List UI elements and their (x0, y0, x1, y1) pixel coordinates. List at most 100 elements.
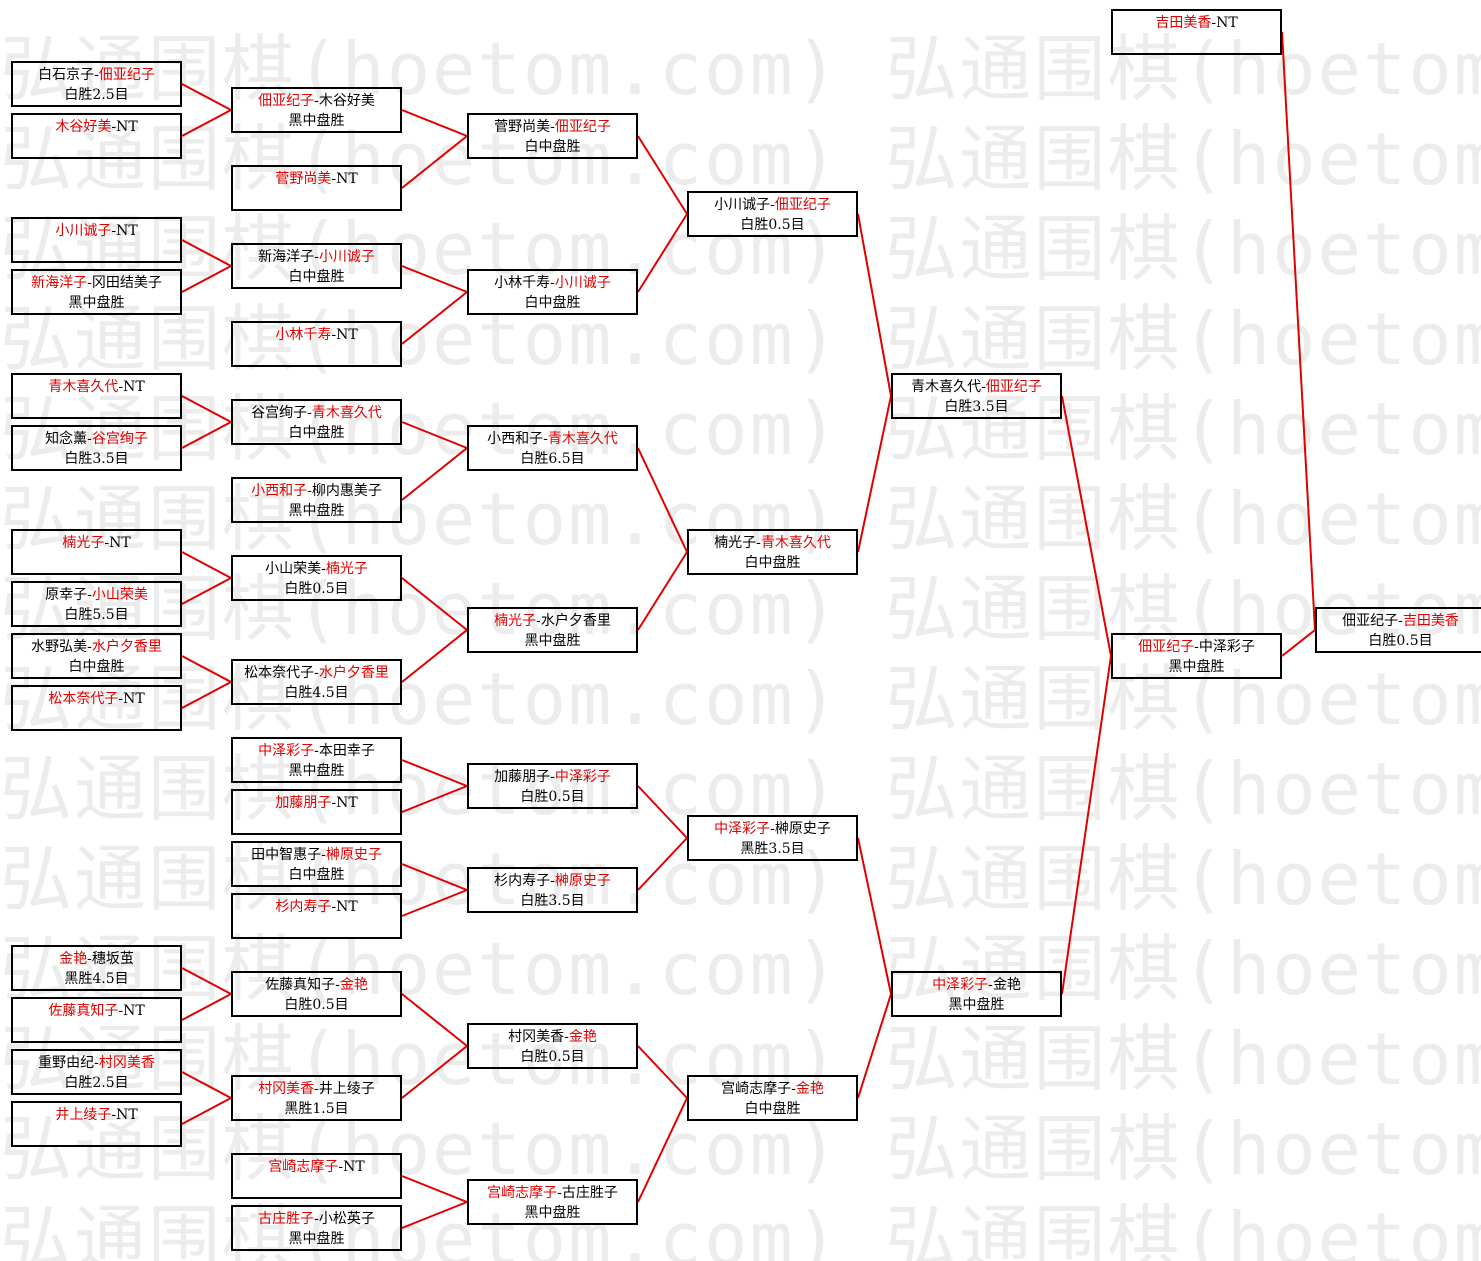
player-b: 穗坂茧 (91, 951, 134, 967)
bracket-line (181, 1097, 232, 1125)
match-box: 小川诚子-佃亚纪子白胜0.5目 (687, 191, 858, 237)
player-a: 佃亚纪子 (258, 93, 315, 109)
player-a: 楠光子 (62, 535, 105, 551)
player-separator: - (314, 1081, 319, 1097)
player-separator: - (104, 535, 110, 551)
match-box: 楠光子-NT (11, 529, 182, 575)
match-result: 白胜2.5目 (64, 1075, 129, 1091)
match-players: 小西和子-柳内惠美子 (233, 481, 400, 501)
match-box: 古庄胜子-小松英子黑中盘胜 (231, 1205, 402, 1251)
match-players: 吉田美香-NT (1113, 13, 1280, 33)
player-b: NT (336, 171, 358, 187)
player-a: 小山荣美 (265, 561, 322, 577)
player-separator: - (321, 561, 326, 577)
match-players: 佐藤真知子-金艳 (233, 975, 400, 995)
match-players: 小西和子-青木喜久代 (469, 429, 636, 449)
bracket-line (401, 447, 468, 501)
match-players: 井上绫子-NT (13, 1105, 180, 1125)
bracket-line (181, 577, 232, 605)
player-a: 青木喜久代 (911, 379, 982, 395)
player-separator: - (550, 119, 555, 135)
player-a: 佃亚纪子 (1342, 613, 1399, 629)
match-players: 新海洋子-小川诚子 (233, 247, 400, 267)
player-separator: - (550, 275, 555, 291)
match-players: 青木喜久代-佃亚纪子 (893, 377, 1060, 397)
player-b: NT (123, 379, 145, 395)
match-box: 新海洋子-冈田结美子黑中盘胜 (11, 269, 182, 315)
player-a: 楠光子 (714, 535, 757, 551)
player-a: 小林千寿 (494, 275, 551, 291)
match-players: 小川诚子-佃亚纪子 (689, 195, 856, 215)
bracket-line (181, 1071, 232, 1099)
bracket-line (401, 421, 468, 449)
player-a: 青木喜久代 (48, 379, 119, 395)
player-b: 青木喜久代 (547, 431, 618, 447)
bracket-line (401, 109, 468, 137)
match-result: 黑中盘胜 (68, 295, 125, 311)
match-players: 金艳-穗坂茧 (13, 949, 180, 969)
player-separator: - (331, 899, 337, 915)
match-players: 楠光子-水户夕香里 (469, 611, 636, 631)
bracket-line (857, 837, 892, 995)
match-players: 重野由纪-村冈美香 (13, 1053, 180, 1073)
player-b: NT (123, 691, 145, 707)
bracket-line (637, 447, 688, 553)
match-box: 菅野尚美-NT (231, 165, 402, 211)
match-players: 白石京子-佃亚纪子 (13, 65, 180, 85)
match-box: 青木喜久代-NT (11, 373, 182, 419)
match-result: 白中盘胜 (524, 295, 581, 311)
bracket-line (637, 785, 688, 839)
match-box: 小山荣美-楠光子白胜0.5目 (231, 555, 402, 601)
match-players: 小林千寿-小川诚子 (469, 273, 636, 293)
player-a: 小林千寿 (275, 327, 332, 343)
match-players: 谷宫绚子-青木喜久代 (233, 403, 400, 423)
player-separator: - (118, 1003, 124, 1019)
match-result: 黑中盘胜 (288, 113, 345, 129)
match-box: 木谷好美-NT (11, 113, 182, 159)
player-a: 原幸子 (45, 587, 88, 603)
match-players: 佃亚纪子-木谷好美 (233, 91, 400, 111)
match-players: 楠光子-青木喜久代 (689, 533, 856, 553)
player-a: 村冈美香 (258, 1081, 315, 1097)
match-players: 小川诚子-NT (13, 221, 180, 241)
player-b: NT (336, 327, 358, 343)
match-result: 白胜2.5目 (64, 87, 129, 103)
match-box: 水野弘美-水户夕香里白中盘胜 (11, 633, 182, 679)
player-b: NT (343, 1159, 365, 1175)
bracket-line (181, 993, 232, 1021)
bracket-line (637, 837, 688, 891)
player-b: 青木喜久代 (311, 405, 382, 421)
match-result: 黑中盘胜 (288, 763, 345, 779)
match-players: 松本奈代子-NT (13, 689, 180, 709)
player-a: 小西和子 (487, 431, 544, 447)
bracket-line (857, 993, 892, 1099)
match-box: 楠光子-水户夕香里黑中盘胜 (467, 607, 638, 653)
match-players: 古庄胜子-小松英子 (233, 1209, 400, 1229)
match-box: 田中智惠子-榊原史子白中盘胜 (231, 841, 402, 887)
match-box: 佃亚纪子-吉田美香白胜0.5目 (1315, 607, 1481, 653)
player-a: 杉内寿子 (275, 899, 332, 915)
player-separator: - (791, 1081, 796, 1097)
player-a: 小川诚子 (714, 197, 771, 213)
player-b: 佃亚纪子 (98, 67, 155, 83)
match-result: 白胜0.5目 (520, 789, 585, 805)
match-players: 小林千寿-NT (233, 325, 400, 345)
bracket-line (637, 1045, 688, 1099)
player-a: 井上绫子 (55, 1107, 112, 1123)
match-box: 杉内寿子-NT (231, 893, 402, 939)
player-separator: - (87, 639, 92, 655)
match-box: 井上绫子-NT (11, 1101, 182, 1147)
player-a: 加藤朋子 (494, 769, 551, 785)
match-players: 木谷好美-NT (13, 117, 180, 137)
player-a: 水野弘美 (31, 639, 88, 655)
player-a: 楠光子 (494, 613, 537, 629)
bracket-line (401, 1045, 468, 1099)
match-result: 白胜3.5目 (520, 893, 585, 909)
match-result: 白中盘胜 (744, 1101, 801, 1117)
match-result: 黑中盘胜 (948, 997, 1005, 1013)
player-b: 榊原史子 (325, 847, 382, 863)
bracket-line (181, 83, 232, 111)
match-players: 宫崎志摩子-古庄胜子 (469, 1183, 636, 1203)
bracket-line (401, 1175, 468, 1203)
